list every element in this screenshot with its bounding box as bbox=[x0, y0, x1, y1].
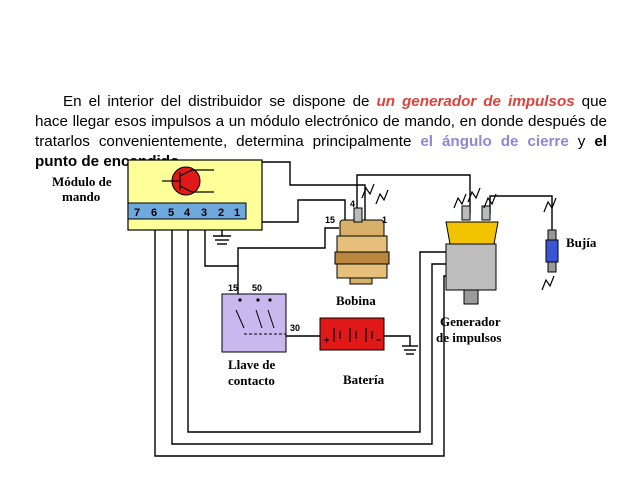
battery-minus: − bbox=[376, 335, 381, 345]
pin-3: 3 bbox=[201, 207, 207, 219]
switch-terminal-50: 50 bbox=[252, 283, 262, 293]
label-llave-line2: contacto bbox=[228, 373, 275, 388]
coil-terminal-15: 15 bbox=[325, 215, 335, 225]
wire-pin4-to-generator bbox=[187, 218, 446, 433]
wire-ht-coil-to-dist bbox=[356, 174, 471, 214]
ignition-coil: 4 15 1 bbox=[325, 199, 390, 285]
term-dwell-angle: el ángulo de cierre bbox=[420, 133, 569, 150]
label-bujia: Bujía bbox=[566, 235, 597, 250]
pin-5: 5 bbox=[168, 207, 174, 219]
wire-module-to-coil bbox=[249, 161, 366, 222]
label-modulo-line2: mando bbox=[62, 189, 100, 204]
distributor bbox=[445, 205, 499, 305]
ground-icon bbox=[213, 235, 231, 245]
battery bbox=[319, 317, 385, 351]
coil-terminal-1: 1 bbox=[382, 215, 387, 225]
ignition-switch bbox=[221, 293, 287, 353]
switch-terminal-15: 15 bbox=[228, 283, 238, 293]
wire-coil15-to-switch bbox=[237, 227, 339, 296]
label-generador-line1: Generador bbox=[440, 314, 501, 329]
wire-pin5-to-generator bbox=[171, 218, 446, 445]
wire-pin6-to-generator bbox=[154, 218, 446, 457]
pin-7: 7 bbox=[134, 207, 140, 219]
pin-strip bbox=[127, 202, 247, 220]
switch-terminal-30: 30 bbox=[290, 323, 300, 333]
term-pulse-generator: un generador de impulsos bbox=[376, 93, 575, 110]
pin-6: 6 bbox=[151, 207, 157, 219]
battery-plus: + bbox=[324, 335, 329, 345]
spark-plug bbox=[545, 229, 559, 273]
label-bateria: Batería bbox=[343, 372, 385, 387]
paragraph-middle: que hace llegar esos impulsos a un módul… bbox=[35, 93, 608, 150]
wire-pin3-to-switch bbox=[204, 218, 238, 267]
pin-4: 4 bbox=[184, 207, 191, 219]
spark-icon bbox=[361, 183, 557, 291]
control-module: 7 6 5 4 3 2 1 bbox=[127, 159, 263, 231]
pin-2: 2 bbox=[218, 207, 224, 219]
pin-1: 1 bbox=[234, 207, 240, 219]
wire-battery-ground bbox=[384, 335, 411, 346]
ground-icon bbox=[402, 345, 418, 355]
label-llave-line1: Llave de bbox=[228, 357, 276, 372]
paragraph-and: y bbox=[568, 133, 595, 150]
paragraph-intro: En el interior del distribuidor se dispo… bbox=[63, 93, 377, 110]
wire-dist-to-spark bbox=[489, 195, 553, 232]
label-generador-line2: de impulsos bbox=[436, 330, 501, 345]
label-bobina: Bobina bbox=[336, 293, 376, 308]
label-modulo-line1: Módulo de bbox=[52, 174, 112, 189]
coil-terminal-4: 4 bbox=[350, 199, 355, 209]
